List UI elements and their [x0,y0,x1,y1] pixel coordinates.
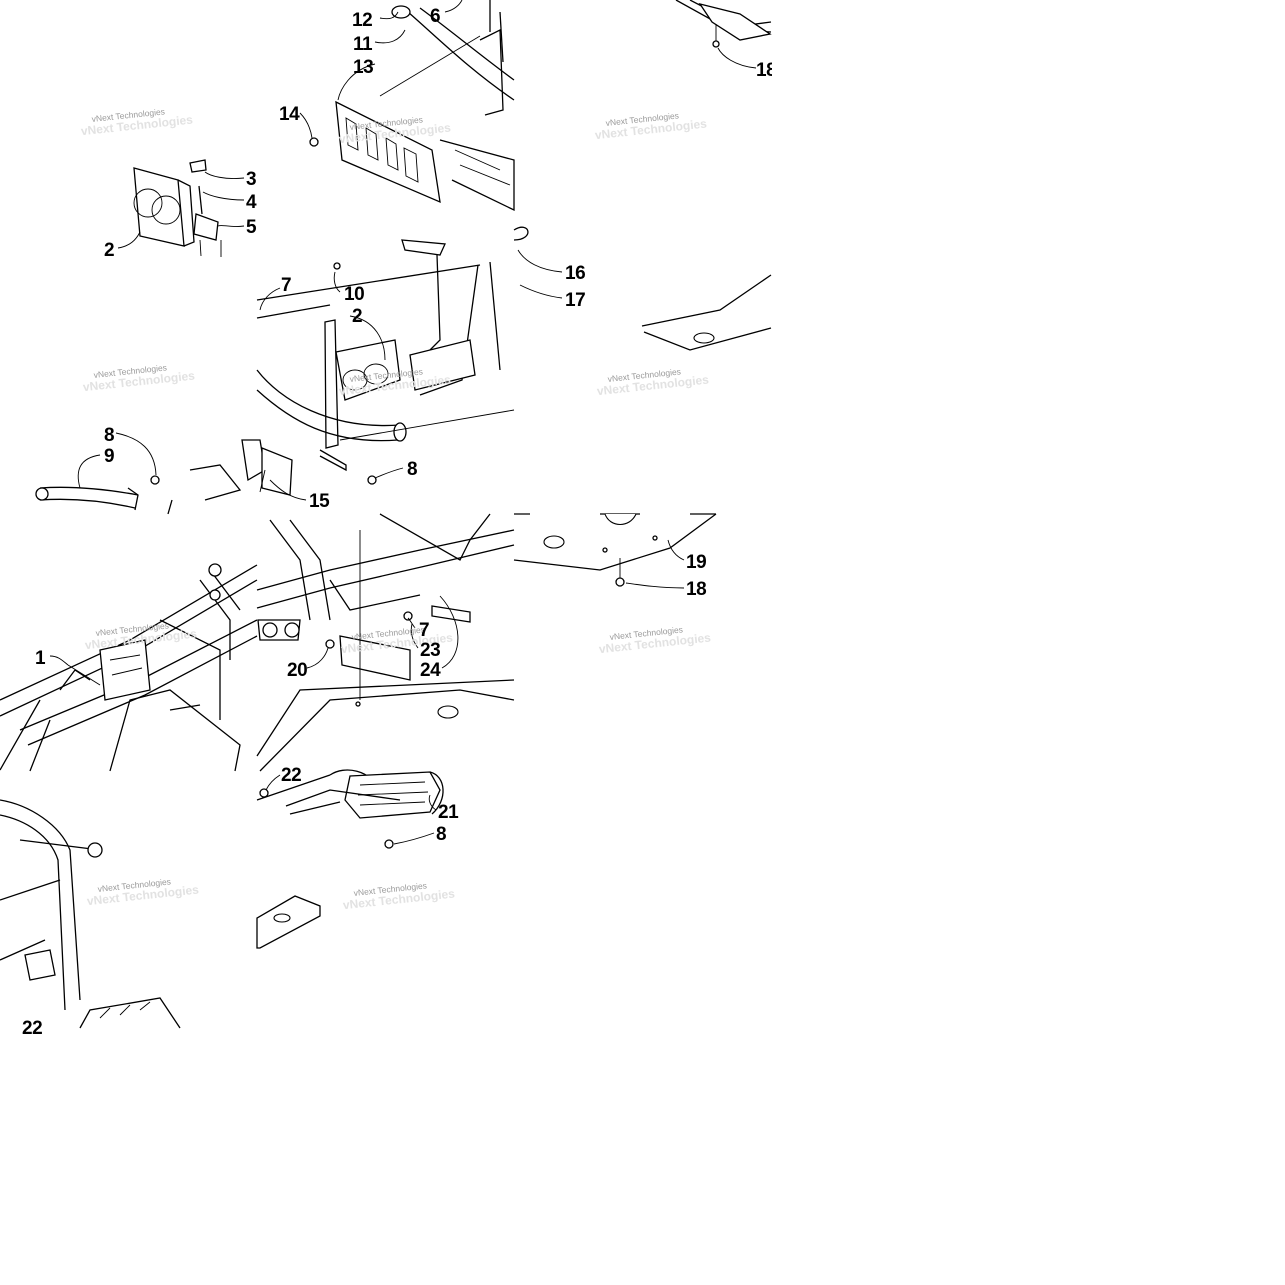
callout-4: 4 [246,192,257,213]
callout-9: 9 [104,446,114,467]
callout-18: 18 [756,60,776,81]
callout-19: 19 [686,552,706,573]
callout-17: 17 [565,290,585,311]
callout-6: 6 [430,6,440,27]
skid-plate-top [675,0,772,48]
callout-12: 12 [352,10,372,31]
callout-2: 2 [352,306,362,327]
front-frame-lower [0,799,181,1029]
side-bracket [35,464,242,515]
callout-7: 7 [419,620,429,641]
callout-7: 7 [281,275,291,296]
leader-lines [49,0,757,845]
callout-23: 23 [420,640,440,661]
callout-10: 10 [344,284,364,305]
callout-18: 18 [686,579,706,600]
callout-5: 5 [246,217,257,238]
callout-8: 8 [436,824,446,845]
callout-3: 3 [246,169,256,190]
callout-13: 13 [353,57,373,78]
main-frame-left [0,563,258,772]
callout-2: 2 [104,240,114,261]
callout-8: 8 [104,425,114,446]
callout-8: 8 [407,459,417,480]
footrest-assembly [256,769,444,949]
callout-14: 14 [279,104,300,125]
callout-labels: 12 6 11 13 14 18 3 4 5 2 10 2 7 16 17 8 … [22,6,777,1039]
front-bumper-assembly [241,239,515,496]
callout-22: 22 [22,1018,42,1039]
callout-20: 20 [287,660,307,681]
main-frame-center [256,513,515,772]
floor-board-right [513,513,717,587]
callout-11: 11 [353,34,373,55]
callout-22: 22 [281,765,301,786]
callout-15: 15 [309,491,330,512]
headlight-assembly [133,159,222,257]
callout-21: 21 [438,802,459,823]
callout-1: 1 [35,648,46,669]
callout-24: 24 [420,660,441,681]
skid-plate-middle [513,226,772,351]
callout-16: 16 [565,263,585,284]
front-rack-grille [309,0,515,212]
